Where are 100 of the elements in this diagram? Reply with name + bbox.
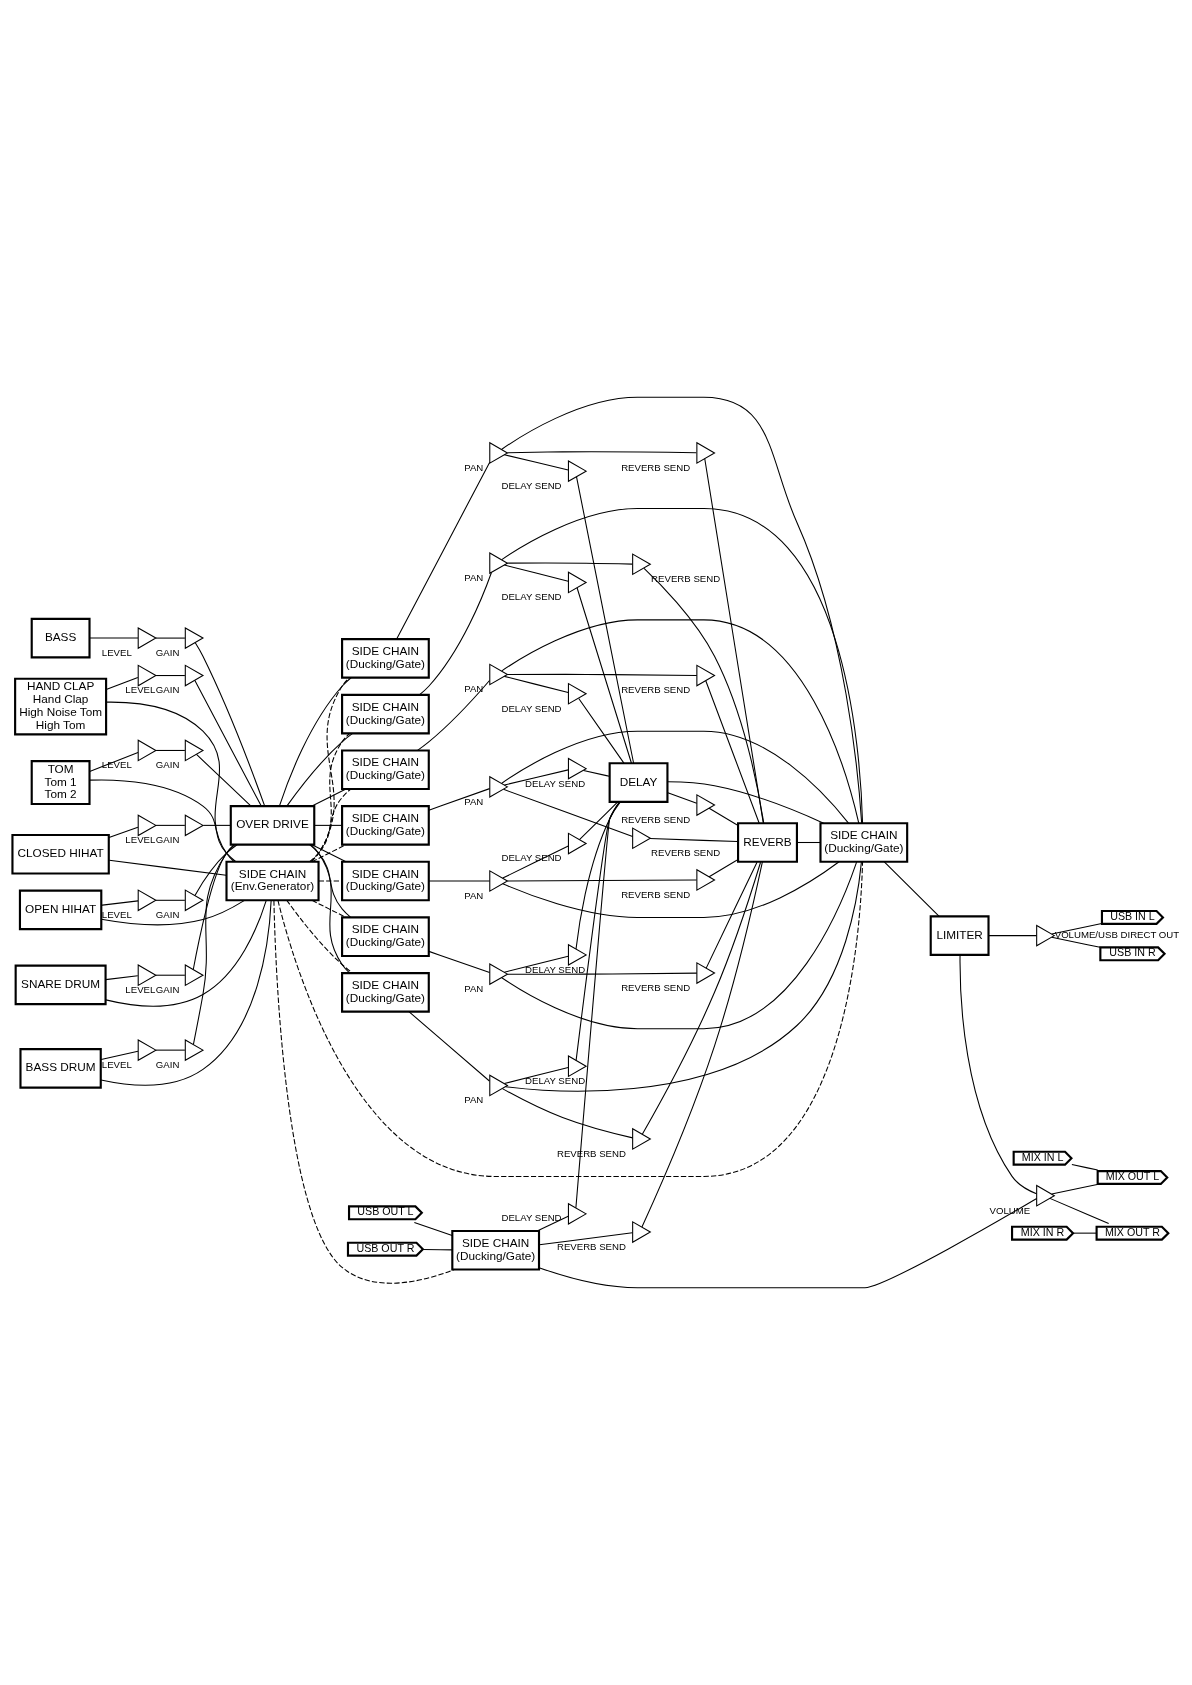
connector bbox=[192, 844, 236, 971]
connector bbox=[194, 844, 238, 896]
node-triangle bbox=[184, 814, 205, 837]
connector bbox=[428, 788, 491, 811]
node-box: SNARE DRUM bbox=[14, 964, 107, 1006]
connector bbox=[192, 844, 235, 1045]
connector bbox=[108, 859, 227, 876]
node-box: SIDE CHAIN (Ducking/Gate) bbox=[341, 638, 430, 679]
node-label: DELAY SEND bbox=[501, 480, 562, 491]
connector bbox=[575, 801, 620, 1209]
connector bbox=[667, 781, 825, 824]
node-box: SIDE CHAIN (Ducking/Gate) bbox=[819, 822, 909, 863]
node-box: REVERB bbox=[737, 822, 798, 863]
node-box: LIMITER bbox=[929, 915, 990, 956]
connector bbox=[988, 935, 1038, 937]
node-label: PAN bbox=[464, 983, 484, 995]
node-triangle bbox=[489, 869, 509, 893]
node-box: SIDE CHAIN (Ducking/Gate) bbox=[341, 693, 430, 735]
connector bbox=[105, 677, 139, 691]
connector bbox=[502, 845, 569, 879]
connector bbox=[105, 975, 139, 981]
node-box: TOM Tom 1 Tom 2 bbox=[30, 760, 91, 806]
node-box: HAND CLAP Hand Clap High Noise Tom High Tom bbox=[14, 677, 108, 736]
connector bbox=[503, 955, 569, 973]
connector bbox=[501, 619, 860, 824]
node-triangle bbox=[489, 1074, 509, 1097]
node-triangle bbox=[567, 832, 588, 855]
node-triangle bbox=[184, 627, 205, 650]
node-triangle bbox=[696, 868, 716, 892]
node-label: LEVEL bbox=[101, 759, 132, 771]
connector bbox=[155, 675, 186, 677]
node-label: LEVEL bbox=[101, 646, 132, 658]
connector bbox=[506, 673, 698, 676]
node-triangle bbox=[696, 961, 716, 985]
connector bbox=[155, 974, 186, 976]
node-label: GAIN bbox=[155, 759, 180, 771]
node-label: GAIN bbox=[155, 834, 180, 846]
node-label: PAN bbox=[464, 461, 484, 473]
connector bbox=[643, 567, 765, 824]
connector bbox=[503, 788, 634, 837]
node-triangle bbox=[1036, 1184, 1056, 1207]
node-box: SIDE CHAIN (Ducking/Gate) bbox=[451, 1229, 541, 1271]
node-triangle bbox=[184, 889, 205, 912]
connector bbox=[100, 1050, 139, 1061]
node-label: DELAY SEND bbox=[525, 1075, 586, 1087]
connector bbox=[89, 779, 237, 863]
connector bbox=[100, 899, 246, 926]
node-triangle bbox=[489, 963, 509, 986]
connector bbox=[155, 637, 186, 639]
node-label: LEVEL bbox=[125, 984, 156, 996]
node-label: REVERB SEND bbox=[621, 981, 691, 993]
node-triangle bbox=[567, 943, 588, 966]
connector bbox=[1051, 1184, 1098, 1195]
node-label: VOLUME/USB DIRECT OUT bbox=[1054, 929, 1180, 941]
connector bbox=[503, 675, 569, 693]
connector bbox=[311, 899, 347, 918]
node-triangle bbox=[137, 739, 157, 762]
connector bbox=[422, 1249, 453, 1251]
node-triangle bbox=[489, 775, 509, 798]
connector bbox=[89, 751, 139, 773]
connector bbox=[704, 458, 764, 824]
connector bbox=[278, 677, 352, 807]
connector bbox=[419, 571, 492, 696]
node-triangle bbox=[696, 664, 716, 687]
connector bbox=[576, 476, 635, 764]
connector bbox=[883, 861, 940, 917]
connector bbox=[413, 1221, 453, 1237]
node-label: PAN bbox=[464, 795, 484, 807]
node-triangle bbox=[137, 964, 157, 987]
node-label: GAIN bbox=[155, 646, 180, 658]
connector bbox=[108, 826, 139, 838]
node-triangle bbox=[184, 964, 205, 987]
connector bbox=[501, 1088, 634, 1139]
node-triangle bbox=[137, 889, 157, 912]
connector bbox=[105, 701, 235, 863]
connector bbox=[309, 844, 352, 918]
node-triangle bbox=[184, 739, 205, 762]
node-box: CLOSED HIHAT bbox=[11, 833, 110, 875]
node-label: REVERB SEND bbox=[621, 684, 691, 696]
node-box: SIDE CHAIN (Ducking/Gate) bbox=[341, 916, 430, 958]
connector bbox=[708, 859, 739, 878]
connector bbox=[503, 454, 569, 471]
node-box: OPEN HIHAT bbox=[18, 889, 103, 931]
connector bbox=[506, 879, 698, 882]
connector bbox=[796, 841, 821, 844]
connector bbox=[310, 677, 350, 863]
node-triangle bbox=[567, 571, 588, 594]
connector bbox=[538, 1198, 1038, 1289]
node-triangle bbox=[696, 441, 716, 465]
connector bbox=[408, 1011, 490, 1082]
node-triangle bbox=[137, 664, 157, 687]
connector bbox=[503, 1066, 569, 1085]
connector bbox=[311, 788, 347, 807]
node-label: GAIN bbox=[155, 1059, 180, 1070]
node-label: PAN bbox=[464, 683, 484, 695]
node-triangle bbox=[489, 552, 509, 575]
node-label: DELAY SEND bbox=[501, 591, 562, 603]
node-triangle bbox=[137, 1039, 157, 1062]
connector bbox=[501, 861, 858, 1030]
connector bbox=[578, 801, 619, 841]
